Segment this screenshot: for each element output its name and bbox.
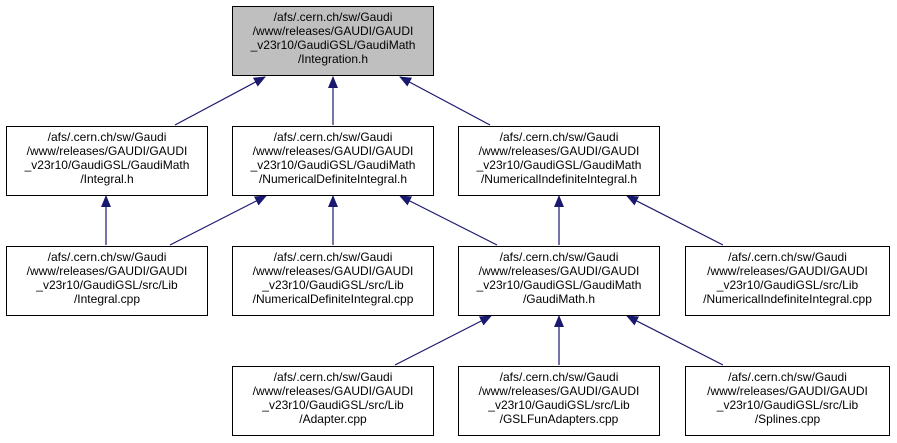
- node-line: _v23r10/GaudiGSL/src/Lib: [488, 398, 630, 412]
- node-line: /GaudiMath.h: [522, 292, 596, 306]
- node-numerical-definite-integral-h[interactable]: /afs/.cern.ch/sw/Gaudi /www/releases/GAU…: [232, 126, 434, 196]
- node-line: _v23r10/GaudiGSL/src/Lib: [36, 278, 178, 292]
- node-line: /Integral.cpp: [73, 292, 141, 306]
- node-line: /afs/.cern.ch/sw/Gaudi: [47, 130, 167, 144]
- edge-integral-cpp-to-numdef-h: [169, 195, 267, 246]
- node-line: _v23r10/GaudiGSL/GaudiMath: [476, 278, 642, 292]
- node-line: /afs/.cern.ch/sw/Gaudi: [499, 370, 619, 384]
- node-line: /www/releases/GAUDI/GAUDI: [707, 384, 868, 398]
- node-line: _v23r10/GaudiGSL/src/Lib: [262, 278, 404, 292]
- node-line: /afs/.cern.ch/sw/Gaudi: [273, 370, 393, 384]
- node-line: _v23r10/GaudiGSL/src/Lib: [716, 278, 859, 292]
- node-numerical-indefinite-integral-cpp[interactable]: /afs/.cern.ch/sw/Gaudi /www/releases/GAU…: [685, 246, 890, 316]
- node-integration-h[interactable]: /afs/.cern.ch/sw/Gaudi /www/releases/GAU…: [232, 6, 434, 76]
- edge-numindef-h-to-root: [399, 76, 491, 126]
- node-line: _v23r10/GaudiGSL/src/Lib: [716, 398, 859, 412]
- node-gsl-fun-adapters-cpp[interactable]: /afs/.cern.ch/sw/Gaudi /www/releases/GAU…: [458, 366, 660, 436]
- edge-adapter-cpp-to-gaudimath-h: [394, 315, 492, 366]
- node-line: _v23r10/GaudiGSL/GaudiMath: [24, 158, 190, 172]
- node-line: _v23r10/GaudiGSL/GaudiMath: [476, 158, 642, 172]
- node-line: /afs/.cern.ch/sw/Gaudi: [499, 130, 619, 144]
- node-line: /www/releases/GAUDI/GAUDI: [26, 144, 188, 158]
- node-line: /www/releases/GAUDI/GAUDI: [478, 264, 640, 278]
- node-splines-cpp[interactable]: /afs/.cern.ch/sw/Gaudi /www/releases/GAU…: [685, 366, 890, 436]
- node-line: /NumericalDefiniteIntegral.h: [258, 172, 408, 186]
- node-line: /afs/.cern.ch/sw/Gaudi: [499, 250, 619, 264]
- node-line: /afs/.cern.ch/sw/Gaudi: [728, 370, 847, 384]
- node-line: /www/releases/GAUDI/GAUDI: [26, 264, 188, 278]
- node-integral-cpp[interactable]: /afs/.cern.ch/sw/Gaudi /www/releases/GAU…: [6, 246, 208, 316]
- node-adapter-cpp[interactable]: /afs/.cern.ch/sw/Gaudi /www/releases/GAU…: [232, 366, 434, 436]
- node-line: /afs/.cern.ch/sw/Gaudi: [273, 130, 393, 144]
- node-numerical-definite-integral-cpp[interactable]: /afs/.cern.ch/sw/Gaudi /www/releases/GAU…: [232, 246, 434, 316]
- node-line: /www/releases/GAUDI/GAUDI: [252, 24, 414, 38]
- node-line: /GSLFunAdapters.cpp: [499, 412, 619, 426]
- edge-gaudimath-h-to-numdef-h: [399, 195, 498, 246]
- node-line: /afs/.cern.ch/sw/Gaudi: [273, 10, 393, 24]
- node-line: /www/releases/GAUDI/GAUDI: [478, 144, 640, 158]
- node-line: /Integration.h: [297, 52, 369, 66]
- node-line: /Splines.cpp: [754, 412, 821, 426]
- node-line: /www/releases/GAUDI/GAUDI: [707, 264, 868, 278]
- node-numerical-indefinite-integral-h[interactable]: /afs/.cern.ch/sw/Gaudi /www/releases/GAU…: [458, 126, 660, 196]
- edge-splines-cpp-to-gaudimath-h: [626, 315, 724, 366]
- edge-integral-h-to-root: [174, 76, 266, 126]
- node-integral-h[interactable]: /afs/.cern.ch/sw/Gaudi /www/releases/GAU…: [6, 126, 208, 196]
- node-line: _v23r10/GaudiGSL/src/Lib: [262, 398, 404, 412]
- node-line: /www/releases/GAUDI/GAUDI: [252, 384, 414, 398]
- node-line: /NumericalDefiniteIntegral.cpp: [252, 292, 414, 306]
- node-line: /Integral.h: [80, 172, 134, 186]
- node-line: /NumericalIndefiniteIntegral.cpp: [703, 292, 872, 306]
- edge-numindef-cpp-to-numindef-h: [626, 195, 724, 246]
- node-line: /NumericalIndefiniteIntegral.h: [480, 172, 638, 186]
- node-line: _v23r10/GaudiGSL/GaudiMath: [250, 38, 416, 52]
- node-line: /www/releases/GAUDI/GAUDI: [478, 384, 640, 398]
- node-line: /www/releases/GAUDI/GAUDI: [252, 264, 414, 278]
- node-gaudimath-h[interactable]: /afs/.cern.ch/sw/Gaudi /www/releases/GAU…: [458, 246, 660, 316]
- node-line: _v23r10/GaudiGSL/GaudiMath: [250, 158, 416, 172]
- node-line: /www/releases/GAUDI/GAUDI: [252, 144, 414, 158]
- node-line: /afs/.cern.ch/sw/Gaudi: [728, 250, 847, 264]
- node-line: /afs/.cern.ch/sw/Gaudi: [47, 250, 167, 264]
- node-line: /afs/.cern.ch/sw/Gaudi: [273, 250, 393, 264]
- node-line: /Adapter.cpp: [299, 412, 367, 426]
